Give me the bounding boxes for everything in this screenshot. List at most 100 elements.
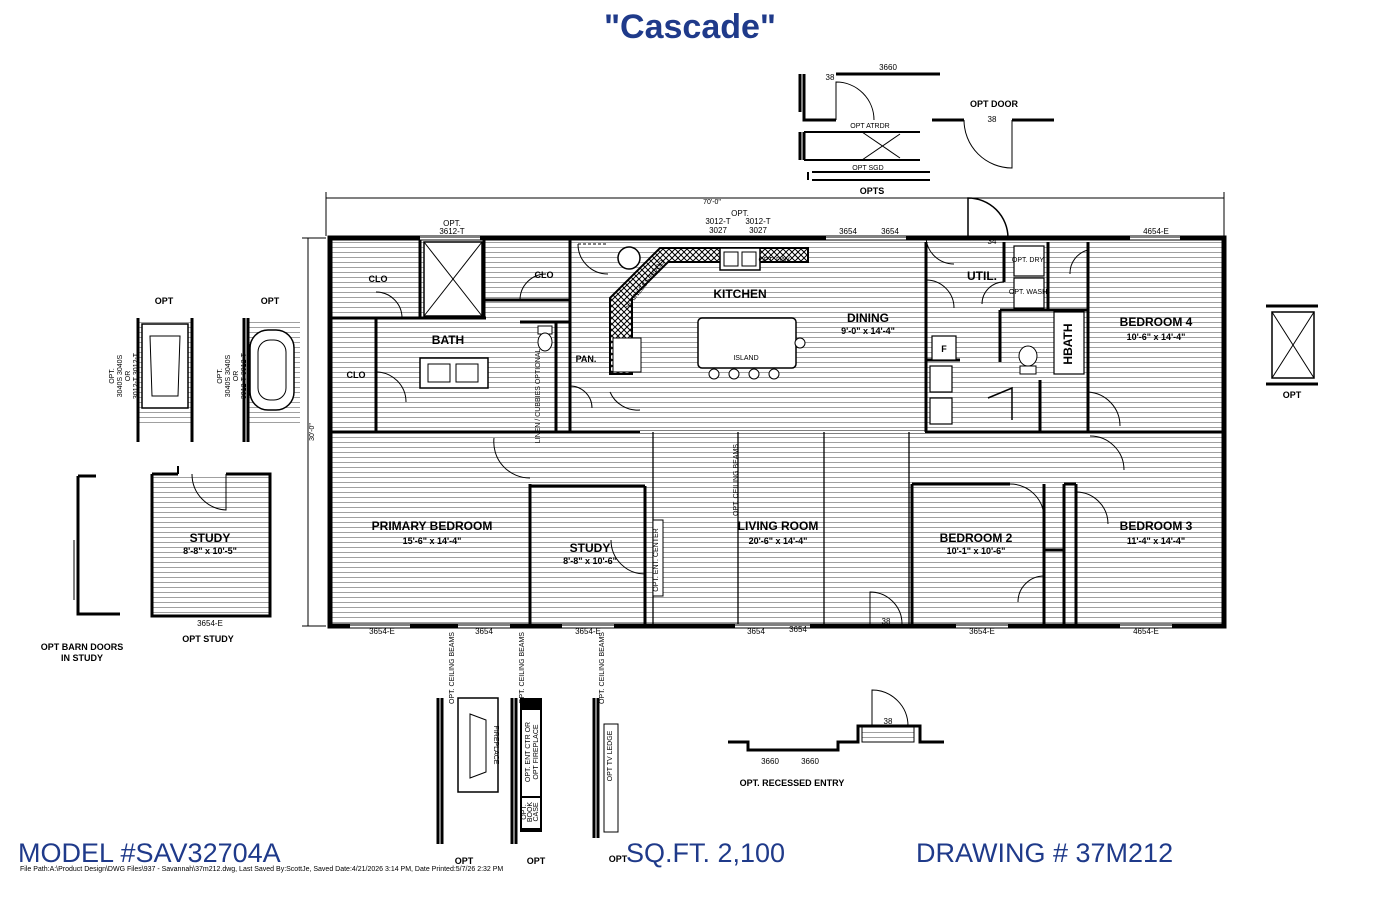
opt-study-label: STUDY [190, 531, 231, 545]
tub-window-label: 3012-T 3012-T [241, 352, 248, 399]
window-3654-label: 3654 [789, 625, 807, 634]
window-4654e-label: 4654-E [1133, 627, 1159, 636]
main-house [302, 192, 1227, 629]
study-size: 8'-8" x 10'-6" [563, 556, 617, 566]
bedroom2-size: 10'-1" x 10'-6" [947, 546, 1006, 556]
opt-sgd-label: OPT SGD [852, 165, 883, 172]
study-label: STUDY [570, 541, 611, 555]
ceiling-beams-label: OPT. CEILING BEAMS [449, 632, 456, 704]
ceiling-beams-label: OPT. CEILING BEAMS [519, 632, 526, 704]
pantry-label: PAN. [576, 354, 597, 364]
door-38-label: 38 [988, 115, 997, 124]
linen-label: LINEN / CUBBIES OPTIONAL [535, 349, 542, 444]
opt-study-caption: OPT STUDY [182, 634, 234, 644]
recessed-entry-label: OPT. RECESSED ENTRY [740, 778, 845, 788]
door-34-label: 34 [988, 237, 997, 246]
opt-barn-doors-label: OPT BARN DOORS [41, 642, 124, 652]
bedroom3-size: 11'-4" x 14'-4" [1127, 536, 1185, 546]
overall-depth: 30'-0" [309, 423, 316, 441]
util-label: UTIL. [967, 269, 997, 283]
opt-tub-details: OPT OPT. 3040S 3040S OR 3012-T 3012-T OP… [109, 296, 300, 442]
ent-ctr-label: OPT. ENT CTR OR [525, 722, 532, 782]
closet-label: CLO [347, 370, 366, 380]
bedroom2-label: BEDROOM 2 [940, 531, 1013, 545]
book-case-label: BOOK [527, 802, 534, 823]
window-3654e-label: 3654-E [369, 627, 395, 636]
window-3654e-label: 3654-E [969, 627, 995, 636]
tub-window-label: 3040S 3040S [225, 354, 232, 397]
opt-study-detail: STUDY 8'-8" x 10'-5" 3654-E OPT STUDY OP… [41, 466, 272, 663]
opt-dry-label: OPT. DRY [1012, 257, 1044, 264]
window-3027-label: 3027 [749, 226, 767, 235]
window-4654e-label: 4654-E [1143, 227, 1169, 236]
tub-window-label: OR [125, 371, 132, 382]
bath-label: BATH [432, 333, 464, 347]
tv-ledge-label: OPT TV LEDGE [607, 730, 614, 781]
plan-title: "Cascade" [603, 8, 777, 46]
opt-label: OPT [1283, 390, 1302, 400]
living-room-size: 20'-6" x 14'-4" [749, 536, 808, 546]
tub-window-label: 3040S 3040S [117, 354, 124, 397]
opt-door-details: 38 3660 OPT ATRDR OPT SGD OPTS OPT DOOR … [798, 63, 1054, 196]
opt-study-size: 8'-8" x 10'-5" [183, 546, 237, 556]
tub-window-label: OPT. [217, 368, 224, 384]
book-case-label: CASE [533, 802, 540, 821]
dining-size: 9'-0" x 14'-4" [841, 326, 895, 336]
opt-tub-label: OPT [261, 296, 280, 306]
bedroom3-label: BEDROOM 3 [1120, 519, 1193, 533]
furnace-label: F [941, 344, 947, 354]
tub-window-label: 3012-T 3012-T [133, 352, 140, 399]
window-3027-label: 3027 [709, 226, 727, 235]
opt-wash-label: OPT. WASH [1009, 289, 1047, 296]
window-opt-label: OPT. [443, 219, 461, 228]
model-number: MODEL #SAV32704A [18, 838, 281, 868]
opt-door-label: OPT DOOR [970, 99, 1019, 109]
opt-barn-doors-label: IN STUDY [61, 653, 103, 663]
door-38-label: 38 [882, 617, 891, 626]
door-38-label: 38 [884, 717, 893, 726]
file-path: File Path:A:\Product Design\DWG Files\93… [20, 866, 504, 873]
window-3654e-label: 3654-E [197, 619, 223, 628]
window-3012t-label: 3012-T [745, 217, 770, 226]
opt-recessed-entry: 38 3660 3660 OPT. RECESSED ENTRY [728, 689, 944, 788]
bedroom4-label: BEDROOM 4 [1120, 315, 1193, 329]
window-3660-label: 3660 [879, 63, 897, 72]
square-footage: SQ.FT. 2,100 [626, 838, 786, 868]
window-3654-label: 3654 [747, 627, 765, 636]
ent-ctr-label: OPT FIREPLACE [533, 724, 540, 779]
window-3612t-label: 3612-T [439, 227, 464, 236]
island-label: ISLAND [733, 355, 758, 362]
primary-bedroom-size: 15'-6" x 14'-4" [403, 536, 462, 546]
refrigerator [617, 246, 641, 270]
tub-window-label: OR [233, 371, 240, 382]
window-3654-label: 3654 [475, 627, 493, 636]
opt-atrdr-label: OPT ATRDR [850, 123, 889, 130]
living-room-label: LIVING ROOM [738, 519, 819, 533]
ceiling-beams-label: OPT. CEILING BEAMS [733, 444, 740, 516]
window-3654e-label: 3654-E [575, 627, 601, 636]
closet-label: CLO [369, 274, 388, 284]
window-opt-label: OPT. [731, 209, 749, 218]
tub-window-label: OPT. [109, 368, 116, 384]
opt-ent-center-label: OPT. ENT. CENTER [653, 528, 660, 591]
opts-label: OPTS [860, 186, 885, 196]
hbath-tub [1053, 311, 1085, 375]
ceiling-beams-label: OPT. CEILING BEAMS [599, 632, 606, 704]
closet-label: CLO [535, 270, 554, 280]
window-3654-label: 3654 [881, 227, 899, 236]
opt-dw-label: OPT. D/W [758, 257, 790, 264]
hbath-label: HBATH [1061, 323, 1075, 364]
window-3012t-label: 3012-T [705, 217, 730, 226]
dining-label: DINING [847, 311, 889, 325]
overall-width: 70'-0" [703, 199, 721, 206]
opt-right-detail: OPT [1266, 304, 1318, 400]
bedroom4-size: 10'-6" x 14'-4" [1127, 332, 1186, 342]
window-3660-label: 3660 [801, 757, 819, 766]
fireplace-label: FIREPLACE [492, 726, 499, 765]
opt-label: OPT [527, 856, 546, 866]
opt-label: OPT [609, 854, 628, 864]
opt-fireplace-details: FIREPLACE OPT. CEILING BEAMS OPT OPT. EN… [436, 632, 628, 866]
opt-label: OPT [455, 856, 474, 866]
book-case-label: OPT. [521, 804, 528, 820]
opt-tub-label: OPT [155, 296, 174, 306]
